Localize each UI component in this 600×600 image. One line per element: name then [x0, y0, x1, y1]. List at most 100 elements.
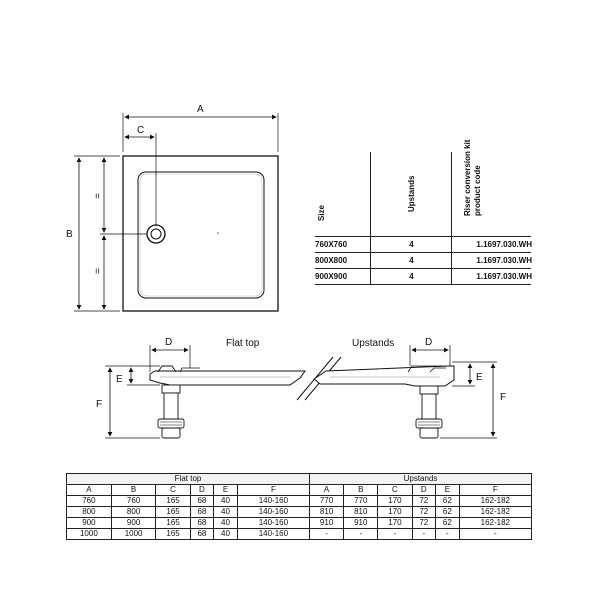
spec-table-cell: -: [377, 528, 413, 540]
spec-table-cell: 140-160: [236, 506, 311, 518]
spec-column-header: F: [236, 484, 311, 496]
code-table-cell: 4: [370, 237, 452, 252]
spec-table-cell: -: [458, 528, 533, 540]
spec-table-cell: 900: [66, 517, 112, 529]
spec-table-cell: -: [343, 528, 379, 540]
waste-outlet: [146, 224, 166, 244]
spec-table-cell: 68: [189, 506, 215, 518]
code-table-cell: 1.1697.030.WH: [451, 269, 532, 284]
dim-b-label: B: [66, 229, 73, 240]
spec-table-cell: 810: [343, 506, 379, 518]
spec-table-cell: 170: [377, 506, 413, 518]
spec-table-cell: 162-182: [458, 506, 533, 518]
upstands-label: Upstands: [352, 338, 394, 349]
spec-table-cell: 165: [155, 506, 191, 518]
spec-table-cell: 770: [309, 495, 345, 507]
dim-e-left-label: E: [116, 374, 123, 385]
spec-table-cell: -: [435, 528, 460, 540]
spec-table-cell: -: [309, 528, 345, 540]
spec-table-cell: 1000: [110, 528, 157, 540]
spec-column-header: E: [213, 484, 238, 496]
spec-table-cell: 68: [189, 495, 215, 507]
dimension-f-right: [440, 361, 497, 439]
spec-table-cell: 170: [377, 495, 413, 507]
spec-table-cell: 165: [155, 495, 191, 507]
dim-e-right-label: E: [476, 372, 483, 383]
spec-table-cell: 800: [110, 506, 157, 518]
spec-column-header: A: [66, 484, 112, 496]
spec-table-cell: 910: [309, 517, 345, 529]
spec-table-cell: 1000: [66, 528, 112, 540]
code-table-cell: 900X900: [315, 272, 348, 281]
code-header-upstands: Upstands: [407, 175, 416, 212]
spec-table-cell: 910: [343, 517, 379, 529]
dim-f-left-label: F: [96, 399, 102, 410]
dimension-c: [124, 133, 157, 226]
spec-column-header: C: [155, 484, 191, 496]
spec-table-cell: 810: [309, 506, 345, 518]
spec-table-cell: 140-160: [236, 528, 311, 540]
dimension-a: [122, 113, 279, 152]
spec-table-cell: 900: [110, 517, 157, 529]
spec-table-cell: 40: [213, 495, 238, 507]
dimension-e-right: [452, 361, 475, 387]
spec-column-header: A: [309, 484, 345, 496]
spec-column-header: C: [377, 484, 413, 496]
code-table-cell: 800X800: [315, 256, 348, 265]
code-table-cell: 1.1697.030.WH: [451, 237, 532, 252]
spec-column-header: B: [343, 484, 379, 496]
spec-table-cell: -: [411, 528, 437, 540]
spec-table-cell: 62: [435, 517, 460, 529]
dimension-d-right: [409, 345, 451, 366]
spec-table-cell: 62: [435, 495, 460, 507]
spec-table-cell: 72: [411, 495, 437, 507]
dim-f-right-label: F: [500, 392, 506, 403]
dim-d-left-label: D: [165, 337, 172, 348]
spec-table-cell: 165: [155, 517, 191, 529]
flat-top-label: Flat top: [226, 338, 260, 349]
spec-table-cell: 760: [110, 495, 157, 507]
spec-table-cell: 62: [435, 506, 460, 518]
spec-column-header: D: [411, 484, 437, 496]
spec-column-header: F: [458, 484, 533, 496]
dimension-b: [74, 155, 147, 312]
dimension-f-left: [105, 365, 160, 439]
spec-table-cell: 770: [343, 495, 379, 507]
group-flat-top: Flat top: [65, 473, 311, 485]
code-header-size: Size: [317, 204, 326, 221]
code-table-cell: 760X760: [315, 240, 348, 249]
group-upstands: Upstands: [309, 473, 532, 485]
spec-table-cell: 40: [213, 528, 238, 540]
spec-table-cell: 40: [213, 517, 238, 529]
spec-table-cell: 68: [189, 517, 215, 529]
spec-table-cell: 800: [66, 506, 112, 518]
spec-column-header: B: [110, 484, 157, 496]
tray-side-view: [149, 356, 455, 439]
dimension-d-left: [149, 345, 191, 372]
spec-table-cell: 140-160: [236, 495, 311, 507]
code-table-cell: 1.1697.030.WH: [451, 253, 532, 268]
spec-table-cell: 40: [213, 506, 238, 518]
riser-code-table: Size Upstands Riser conversion kit produ…: [315, 140, 532, 285]
dim-c-label: C: [137, 125, 144, 136]
spec-table-cell: 68: [189, 528, 215, 540]
spec-column-header: D: [189, 484, 215, 496]
dim-d-right-label: D: [425, 337, 432, 348]
spec-table-cell: 72: [411, 506, 437, 518]
dimension-e-left: [127, 365, 160, 386]
spec-table-cell: 72: [411, 517, 437, 529]
spec-table-cell: 162-182: [458, 517, 533, 529]
dim-a-label: A: [197, 104, 204, 115]
spec-table-cell: 165: [155, 528, 191, 540]
spec-column-header: E: [435, 484, 460, 496]
